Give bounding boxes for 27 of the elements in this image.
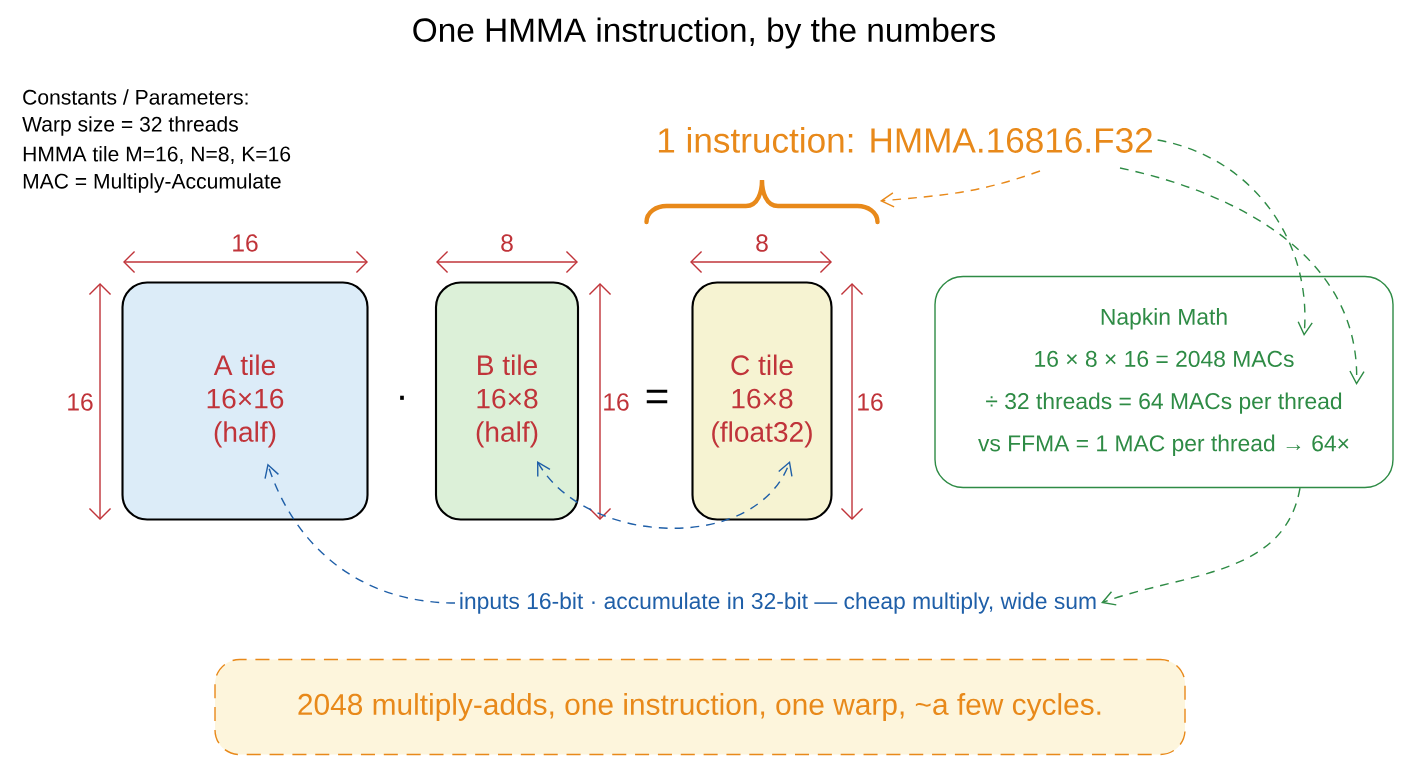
dimension-label: 16 — [858, 393, 883, 411]
operator-sign: = — [646, 389, 668, 404]
matrix-tile: C tile 16×8 (float32) — [691, 281, 833, 521]
dimension-label: 16 — [604, 393, 629, 411]
constants-note: Constants / Parameters: — [23, 89, 248, 105]
operator-sign: · — [400, 395, 404, 400]
curly-brace — [644, 177, 880, 225]
arrow — [1119, 167, 1365, 385]
title: One HMMA instruction, by the numbers — [413, 17, 995, 49]
annotation-text: inputs 16-bit · accumulate in 32-bit — cheap multiply, wide sum — [460, 592, 1096, 614]
arrow — [264, 463, 456, 604]
summary-banner: 2048 multiply-adds, one instruction, one warp, ~a few cycles. — [214, 658, 1186, 756]
arrow — [537, 461, 793, 529]
arrow — [879, 170, 1041, 208]
napkin-math-panel: Napkin Math 16 × 8 × 16 = 2048 MACs ÷ 32 threads = 64 MACs per thread vs FFMA = 1 MAC per thread → 64× — [934, 275, 1394, 489]
arrow — [1156, 139, 1313, 336]
constants-note: HMMA tile M=16, N=8, K=16 — [23, 146, 291, 164]
arrow — [1101, 487, 1301, 606]
constants-note: MAC = Multiply-Accumulate — [23, 173, 281, 193]
constants-note: Warp size = 32 threads — [22, 116, 238, 136]
instruction-text: 1 instruction: HMMA.16816.F32 — [658, 127, 1152, 153]
dimension-label: 16 — [68, 393, 93, 411]
dimension-label: 8 — [501, 234, 513, 252]
matrix-tile: B tile 16×8 (half) — [434, 281, 580, 521]
dimension-label: 8 — [756, 234, 768, 252]
matrix-tile: A tile 16×16 (half) — [121, 281, 369, 521]
dimension-label: 16 — [233, 234, 258, 252]
